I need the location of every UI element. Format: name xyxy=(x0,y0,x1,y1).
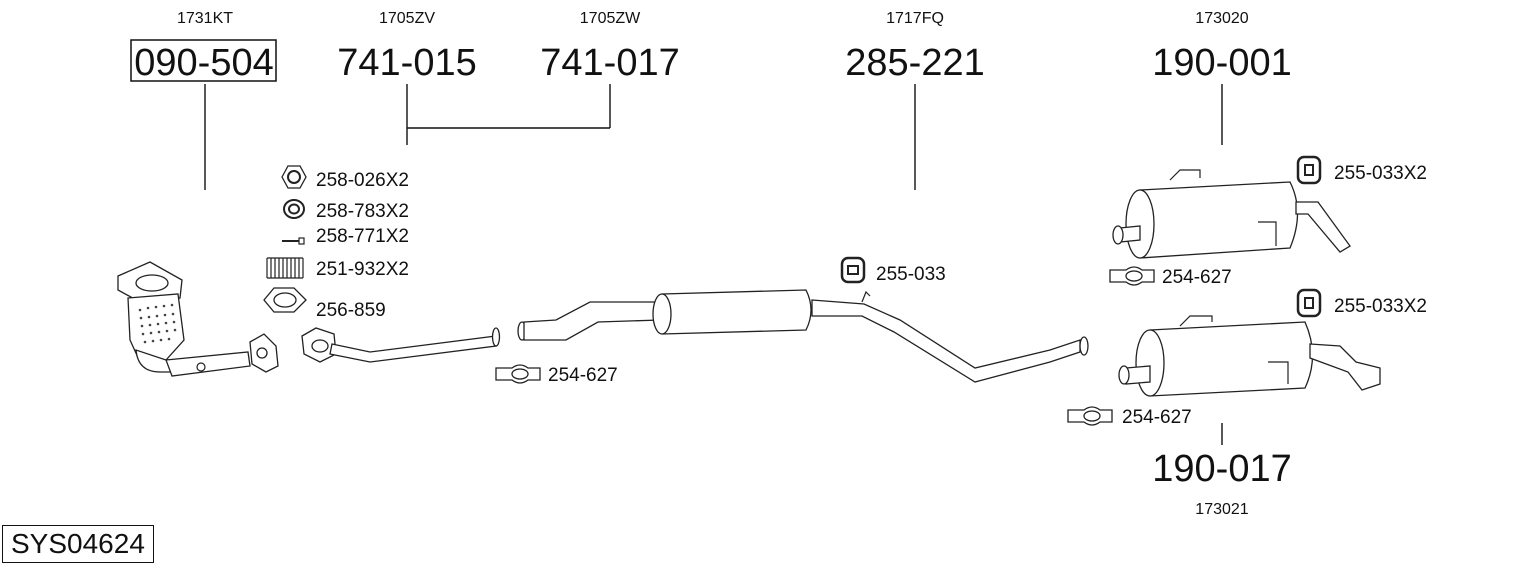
label-255-033: 255-033 xyxy=(876,264,946,285)
middle-silencer-drawing xyxy=(517,289,1089,383)
ref-1717fq: 1717FQ xyxy=(886,10,944,27)
label-258-026x2: 258-026X2 xyxy=(316,170,409,191)
system-code: SYS04624 xyxy=(11,528,145,559)
label-254-627-top: 254-627 xyxy=(1162,267,1232,288)
label-251-932x2: 251-932X2 xyxy=(316,259,409,280)
label-256-859: 256-859 xyxy=(316,300,386,321)
catalytic-converter-drawing xyxy=(117,261,279,377)
ref-1705zv: 1705ZV xyxy=(379,10,435,27)
ref-1705zw: 1705ZW xyxy=(580,10,641,27)
label-255-033x2-top: 255-033X2 xyxy=(1334,163,1427,184)
label-258-771x2: 258-771X2 xyxy=(316,226,409,247)
rear-silencer-bottom-drawing xyxy=(1118,315,1381,397)
part-285-221[interactable]: 285-221 xyxy=(845,42,984,84)
spring-icon xyxy=(266,257,304,279)
part-741-017[interactable]: 741-017 xyxy=(540,42,679,84)
rear-silencer-top-drawing xyxy=(1112,169,1351,259)
ref-173021: 173021 xyxy=(1195,501,1248,518)
label-255-033x2-bottom: 255-033X2 xyxy=(1334,296,1427,317)
ref-173020: 173020 xyxy=(1195,10,1248,27)
part-190-017[interactable]: 190-017 xyxy=(1152,448,1291,490)
leader-lines xyxy=(204,84,1223,445)
rubber-hanger-icon xyxy=(840,256,866,284)
rubber-hanger-top-icon xyxy=(1296,155,1322,185)
label-254-627-bottom: 254-627 xyxy=(1122,407,1192,428)
part-090-504[interactable]: 090-504 xyxy=(134,42,273,84)
clamp-bottom-icon xyxy=(1067,406,1113,426)
bolt-icon xyxy=(282,237,305,245)
rubber-hanger-bottom-icon xyxy=(1296,288,1322,318)
system-code-box: SYS04624 xyxy=(2,525,154,563)
washer-icon xyxy=(283,199,305,219)
gasket-icon xyxy=(263,287,307,313)
clamp-icon xyxy=(495,364,541,384)
part-number-box xyxy=(130,39,277,82)
label-254-627-front: 254-627 xyxy=(548,365,618,386)
ref-1731kt: 1731KT xyxy=(177,10,233,27)
nut-icon xyxy=(281,165,307,189)
part-741-015[interactable]: 741-015 xyxy=(337,42,476,84)
front-pipe-drawing xyxy=(301,327,501,363)
label-258-783x2: 258-783X2 xyxy=(316,201,409,222)
part-190-001[interactable]: 190-001 xyxy=(1152,42,1291,84)
clamp-top-icon xyxy=(1109,266,1155,286)
